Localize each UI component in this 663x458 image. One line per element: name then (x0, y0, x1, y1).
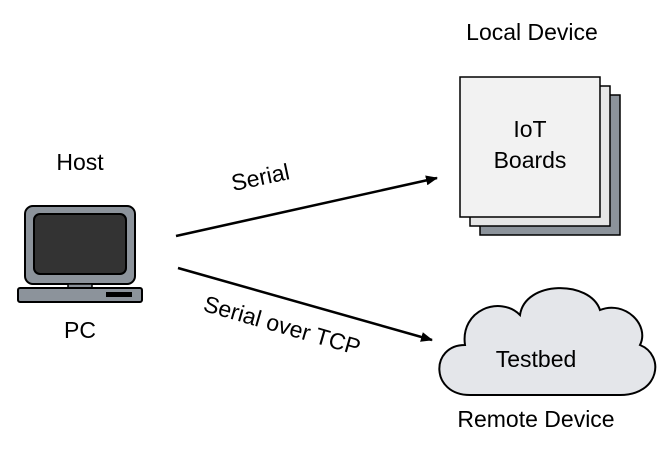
testbed-cloud (438, 287, 657, 396)
local-device-label: Local Device (466, 19, 598, 45)
serial-tcp-link-label: Serial over TCP (201, 290, 364, 360)
serial-arrow (175, 175, 438, 238)
pc-icon (17, 205, 143, 303)
remote-device-label: Remote Device (457, 406, 614, 432)
iot-boards-stack (459, 76, 621, 236)
iot-boards-line2: Boards (494, 147, 567, 173)
serial-tcp-arrow (177, 266, 433, 342)
host-label: Host (56, 149, 104, 175)
serial-link-label: Serial (229, 158, 292, 196)
pc-label: PC (64, 317, 96, 343)
iot-boards-line1: IoT (513, 116, 546, 142)
testbed-label: Testbed (496, 346, 577, 372)
